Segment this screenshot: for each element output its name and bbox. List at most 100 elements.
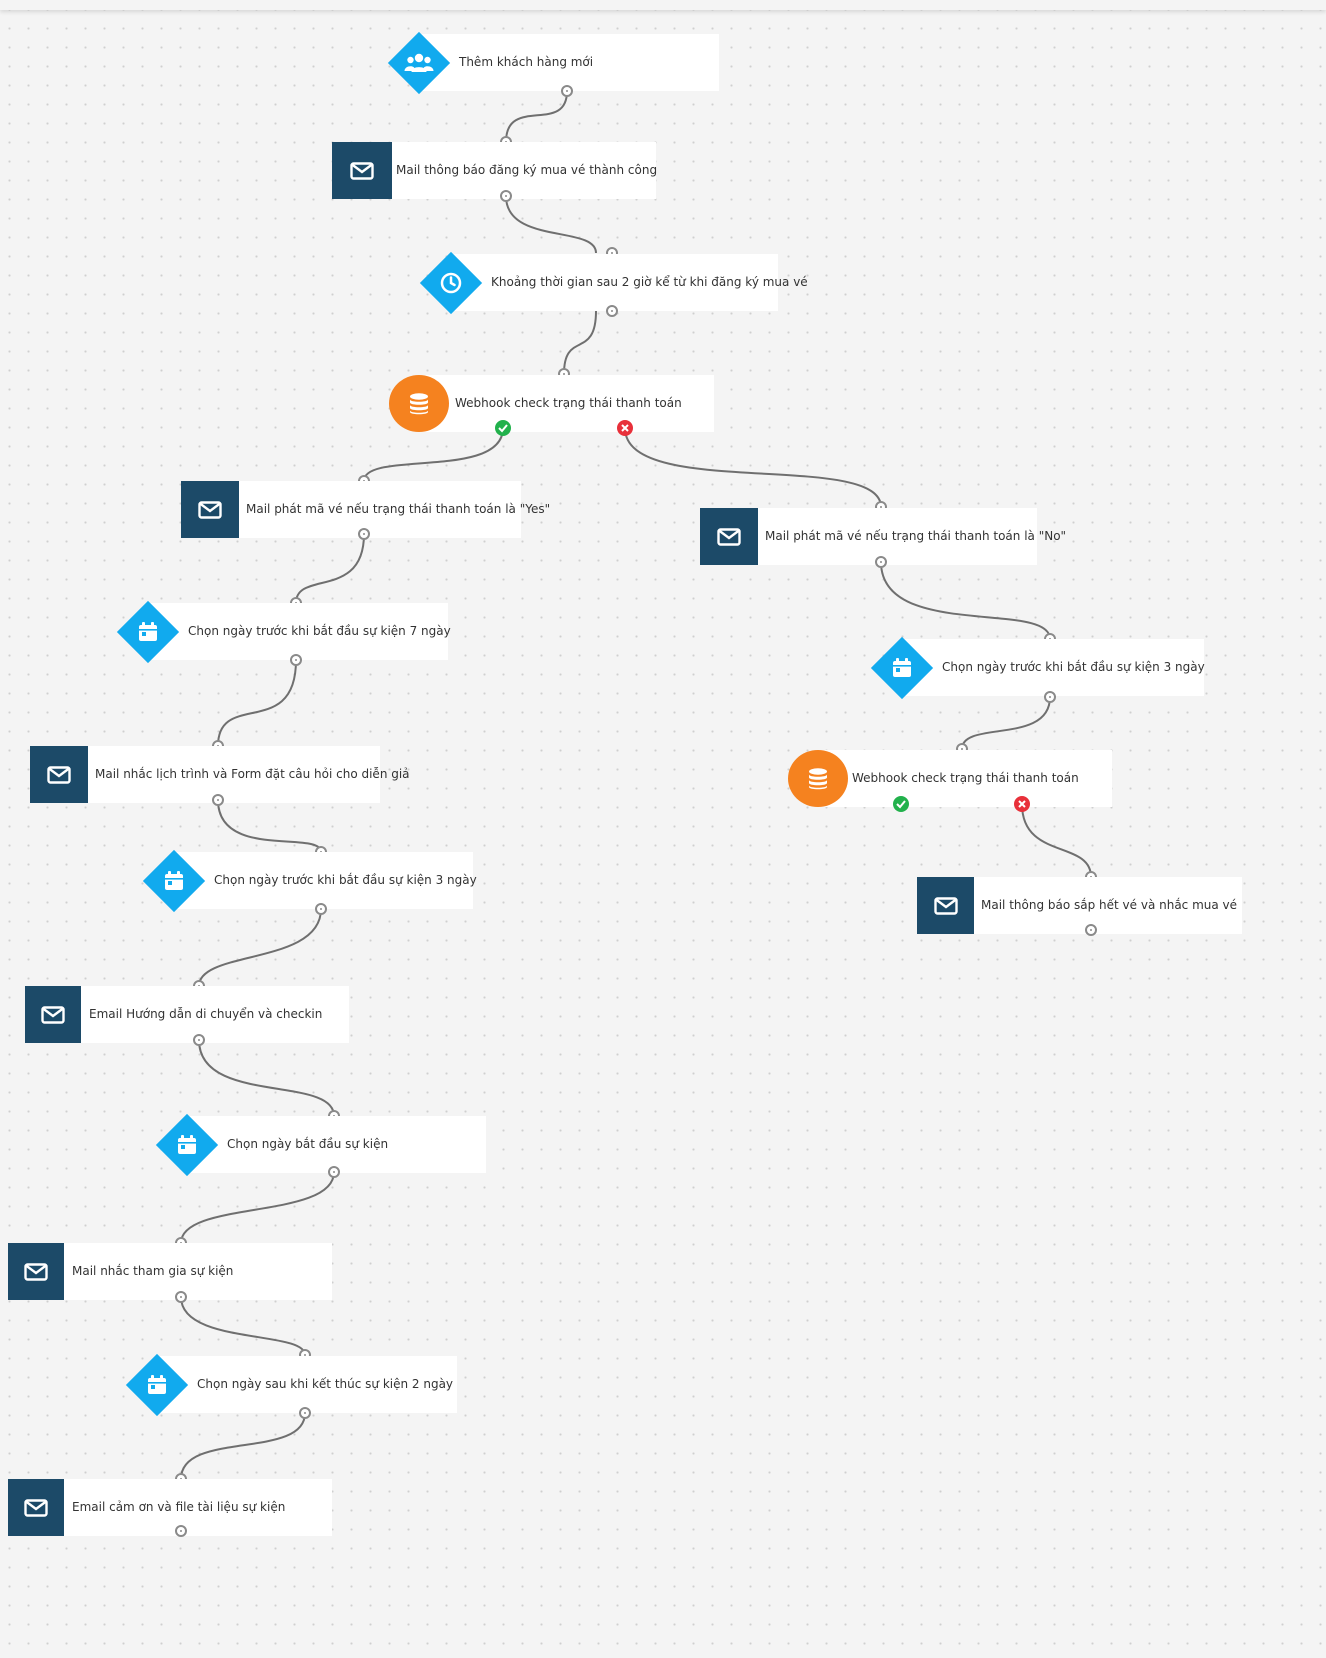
connector bbox=[198, 1039, 335, 1117]
node-label: Email Hướng dẫn di chuyển và checkin bbox=[89, 1007, 323, 1021]
yes-branch-port[interactable] bbox=[893, 796, 909, 812]
node-webhook-check-1[interactable]: Webhook check trạng thái thanh toán bbox=[389, 375, 714, 432]
node-date-before-7[interactable]: Chọn ngày trước khi bắt đầu sự kiện 7 ng… bbox=[116, 600, 451, 663]
node-card bbox=[818, 750, 1112, 807]
node-output-port[interactable] bbox=[175, 1525, 187, 1537]
node-date-before-3-left[interactable]: Chọn ngày trước khi bắt đầu sự kiện 3 ng… bbox=[142, 849, 477, 912]
node-mail-schedule-form[interactable]: Mail nhắc lịch trình và Form đặt câu hỏi… bbox=[30, 746, 410, 803]
connector bbox=[563, 310, 597, 375]
calendar-icon bbox=[143, 850, 205, 912]
calendar-icon bbox=[156, 1114, 218, 1176]
yes-branch-port[interactable] bbox=[495, 420, 511, 436]
node-output-port[interactable] bbox=[1085, 924, 1097, 936]
node-output-port[interactable] bbox=[175, 1291, 187, 1303]
node-label: Mail thông báo sắp hết vé và nhắc mua vé bbox=[981, 898, 1238, 912]
envelope-icon bbox=[25, 986, 81, 1043]
node-label: Thêm khách hàng mới bbox=[459, 55, 594, 69]
envelope-icon bbox=[30, 746, 88, 803]
node-card bbox=[419, 375, 714, 432]
close-icon bbox=[1018, 800, 1026, 808]
connector bbox=[880, 561, 1051, 640]
node-card bbox=[174, 852, 473, 909]
users-icon bbox=[388, 32, 450, 94]
database-icon bbox=[389, 375, 449, 432]
connector bbox=[363, 427, 504, 482]
connector bbox=[624, 427, 882, 508]
node-label: Mail thông báo đăng ký mua vé thành công bbox=[396, 163, 658, 177]
node-output-port[interactable] bbox=[193, 1034, 205, 1046]
clock-icon bbox=[420, 252, 482, 314]
connector bbox=[217, 799, 322, 853]
node-label: Mail phát mã vé nếu trạng thái thanh toá… bbox=[765, 529, 1067, 543]
node-card bbox=[902, 639, 1204, 696]
calendar-icon bbox=[871, 637, 933, 699]
connector bbox=[198, 908, 322, 987]
check-icon bbox=[896, 800, 906, 809]
node-card bbox=[148, 603, 448, 660]
node-label: Khoảng thời gian sau 2 giờ kể từ khi đăn… bbox=[491, 275, 808, 289]
node-output-port[interactable] bbox=[358, 528, 370, 540]
node-label: Chọn ngày trước khi bắt đầu sự kiện 3 ng… bbox=[214, 873, 477, 887]
node-card bbox=[419, 34, 719, 91]
node-output-port[interactable] bbox=[561, 85, 573, 97]
node-add-customer[interactable]: Thêm khách hàng mới bbox=[387, 31, 719, 94]
connector bbox=[961, 696, 1051, 750]
node-email-guide[interactable]: Email Hướng dẫn di chuyển và checkin bbox=[25, 986, 349, 1043]
node-date-after-2[interactable]: Chọn ngày sau khi kết thúc sự kiện 2 ngà… bbox=[125, 1353, 457, 1416]
database-icon bbox=[788, 750, 848, 807]
envelope-icon bbox=[8, 1479, 64, 1536]
node-output-port[interactable] bbox=[1044, 691, 1056, 703]
node-label: Chọn ngày bắt đầu sự kiện bbox=[227, 1137, 389, 1151]
connector bbox=[180, 1296, 306, 1356]
node-mail-remind-join[interactable]: Mail nhắc tham gia sự kiện bbox=[8, 1243, 332, 1300]
node-output-port[interactable] bbox=[315, 903, 327, 915]
node-output-port[interactable] bbox=[212, 794, 224, 806]
node-output-port[interactable] bbox=[606, 305, 618, 317]
connector bbox=[217, 659, 297, 747]
calendar-icon bbox=[126, 1354, 188, 1416]
connector bbox=[180, 1171, 335, 1244]
node-email-thanks[interactable]: Email cảm ơn và file tài liệu sự kiện bbox=[8, 1479, 332, 1536]
node-label: Mail nhắc lịch trình và Form đặt câu hỏi… bbox=[95, 767, 410, 781]
node-output-port[interactable] bbox=[875, 556, 887, 568]
node-mail-sold-out[interactable]: Mail thông báo sắp hết vé và nhắc mua vé bbox=[917, 877, 1242, 934]
envelope-icon bbox=[181, 481, 239, 538]
node-mail-ticket-yes[interactable]: Mail phát mã vé nếu trạng thái thanh toá… bbox=[181, 481, 551, 538]
node-output-port[interactable] bbox=[299, 1407, 311, 1419]
node-webhook-check-2[interactable]: Webhook check trạng thái thanh toán bbox=[788, 750, 1112, 807]
node-output-port[interactable] bbox=[500, 190, 512, 202]
node-delay-2h[interactable]: Khoảng thời gian sau 2 giờ kể từ khi đăn… bbox=[419, 251, 808, 314]
node-label: Webhook check trạng thái thanh toán bbox=[852, 771, 1079, 785]
node-label: Chọn ngày trước khi bắt đầu sự kiện 7 ng… bbox=[188, 624, 451, 638]
close-icon bbox=[621, 424, 629, 432]
node-mail-ticket-no[interactable]: Mail phát mã vé nếu trạng thái thanh toá… bbox=[700, 508, 1067, 565]
node-date-before-3-right[interactable]: Chọn ngày trước khi bắt đầu sự kiện 3 ng… bbox=[870, 636, 1205, 699]
node-label: Mail nhắc tham gia sự kiện bbox=[72, 1264, 234, 1278]
calendar-icon bbox=[117, 601, 179, 663]
node-mail-register-success[interactable]: Mail thông báo đăng ký mua vé thành công bbox=[332, 142, 658, 199]
node-label: Chọn ngày sau khi kết thúc sự kiện 2 ngà… bbox=[197, 1377, 454, 1391]
node-label: Mail phát mã vé nếu trạng thái thanh toá… bbox=[246, 502, 551, 516]
node-label: Chọn ngày trước khi bắt đầu sự kiện 3 ng… bbox=[942, 660, 1205, 674]
node-card bbox=[30, 746, 380, 803]
node-date-event-start[interactable]: Chọn ngày bắt đầu sự kiện bbox=[155, 1113, 486, 1176]
node-card bbox=[157, 1356, 457, 1413]
node-label: Webhook check trạng thái thanh toán bbox=[455, 396, 682, 410]
no-branch-port[interactable] bbox=[617, 420, 633, 436]
envelope-icon bbox=[8, 1243, 64, 1300]
no-branch-port[interactable] bbox=[1014, 796, 1030, 812]
top-toolbar bbox=[0, 0, 1326, 10]
connector bbox=[505, 90, 568, 143]
connector bbox=[1021, 803, 1092, 878]
envelope-icon bbox=[332, 142, 392, 199]
node-output-port[interactable] bbox=[290, 654, 302, 666]
node-card bbox=[451, 254, 778, 311]
node-output-port[interactable] bbox=[328, 1166, 340, 1178]
node-label: Email cảm ơn và file tài liệu sự kiện bbox=[72, 1500, 286, 1514]
node-card bbox=[187, 1116, 486, 1173]
connector bbox=[295, 533, 365, 604]
check-icon bbox=[498, 424, 508, 433]
connector bbox=[505, 195, 597, 254]
connector bbox=[180, 1412, 306, 1480]
envelope-icon bbox=[700, 508, 758, 565]
